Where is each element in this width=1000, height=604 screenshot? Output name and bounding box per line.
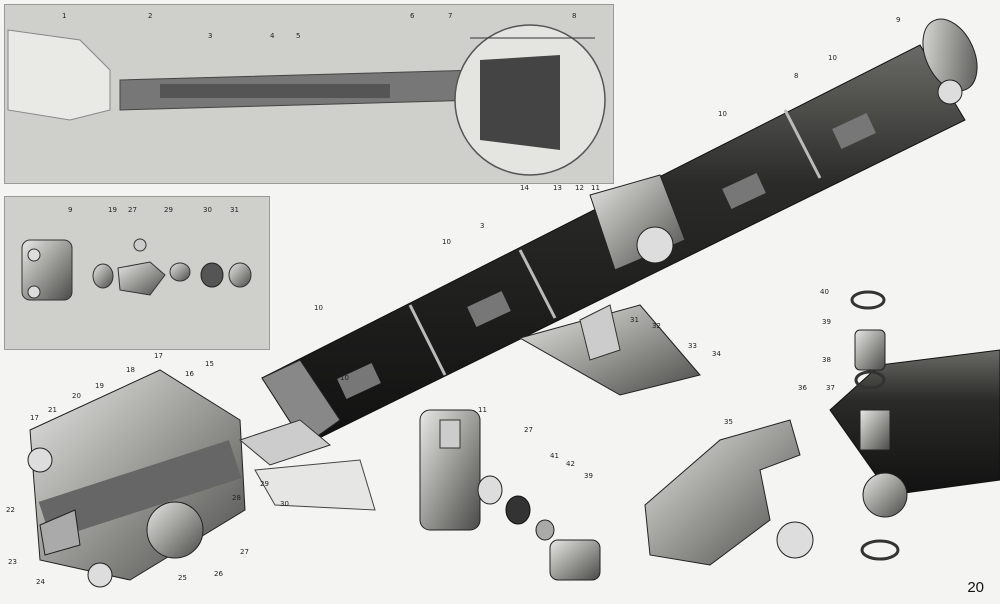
callouts-main: 8 9 10 10 10 10 10 11 12 13 14 3 31 32 3… xyxy=(314,16,900,382)
callout: 23 xyxy=(8,558,17,566)
callouts-mid-inset: 9 19 27 29 30 31 xyxy=(68,206,239,214)
callout: 10 xyxy=(340,374,349,382)
callout: 8 xyxy=(794,72,798,80)
callouts-cross-detail: 11 27 39 41 42 xyxy=(478,406,593,480)
callout: 30 xyxy=(280,500,289,508)
callout: 27 xyxy=(240,548,249,556)
page-number: 20 xyxy=(967,579,984,596)
callout: 1 xyxy=(62,12,66,20)
callout: 39 xyxy=(584,472,593,480)
callout: 10 xyxy=(442,238,451,246)
callout: 2 xyxy=(148,12,152,20)
callouts-right-detail: 35 36 37 38 39 40 xyxy=(724,288,835,426)
callout: 13 xyxy=(553,184,562,192)
callout: 18 xyxy=(126,366,135,374)
callout: 20 xyxy=(72,392,81,400)
callout: 16 xyxy=(185,370,194,378)
callout: 3 xyxy=(208,32,212,40)
mid-inset-drawing xyxy=(21,238,252,301)
right-detail xyxy=(644,290,1000,566)
callout: 25 xyxy=(178,574,187,582)
callout: 11 xyxy=(478,406,487,414)
callout: 34 xyxy=(712,350,721,358)
callout: 37 xyxy=(826,384,835,392)
callout: 35 xyxy=(724,418,733,426)
top-inset-drawing xyxy=(7,24,606,176)
callout: 41 xyxy=(550,452,559,460)
callout: 29 xyxy=(260,480,269,488)
left-spline-joint xyxy=(27,369,376,588)
callout: 29 xyxy=(164,206,173,214)
callout: 26 xyxy=(214,570,223,578)
callout: 33 xyxy=(688,342,697,350)
callout: 17 xyxy=(154,352,163,360)
callout: 24 xyxy=(36,578,45,586)
callout: 15 xyxy=(205,360,214,368)
callout: 30 xyxy=(203,206,212,214)
callouts-top-inset: 1 2 3 4 5 6 7 8 xyxy=(62,12,576,40)
callout: 36 xyxy=(798,384,807,392)
callout: 22 xyxy=(6,506,15,514)
callout: 4 xyxy=(270,32,275,40)
callout: 8 xyxy=(572,12,576,20)
callout: 21 xyxy=(48,406,57,414)
callout: 19 xyxy=(108,206,117,214)
callout: 40 xyxy=(820,288,829,296)
callout: 12 xyxy=(575,184,584,192)
callout: 31 xyxy=(230,206,239,214)
callout: 14 xyxy=(520,184,529,192)
callout: 38 xyxy=(822,356,831,364)
callout: 9 xyxy=(68,206,72,214)
callout: 42 xyxy=(566,460,575,468)
callout: 11 xyxy=(591,184,600,192)
callouts-left-detail: 15 16 17 17 18 19 20 21 22 23 24 25 26 2… xyxy=(6,352,289,586)
callout: 19 xyxy=(95,382,104,390)
callout: 27 xyxy=(128,206,137,214)
callout: 3 xyxy=(480,222,484,230)
callout: 9 xyxy=(896,16,900,24)
callout: 31 xyxy=(630,316,639,324)
callout: 27 xyxy=(524,426,533,434)
callout: 5 xyxy=(296,32,300,40)
cross-detail xyxy=(419,409,601,581)
callout: 10 xyxy=(314,304,323,312)
callout: 28 xyxy=(232,494,241,502)
callout: 6 xyxy=(410,12,415,20)
callout: 7 xyxy=(448,12,452,20)
callout: 10 xyxy=(828,54,837,62)
callout: 39 xyxy=(822,318,831,326)
callout: 17 xyxy=(30,414,39,422)
callout: 10 xyxy=(718,110,727,118)
callout: 32 xyxy=(652,322,661,330)
